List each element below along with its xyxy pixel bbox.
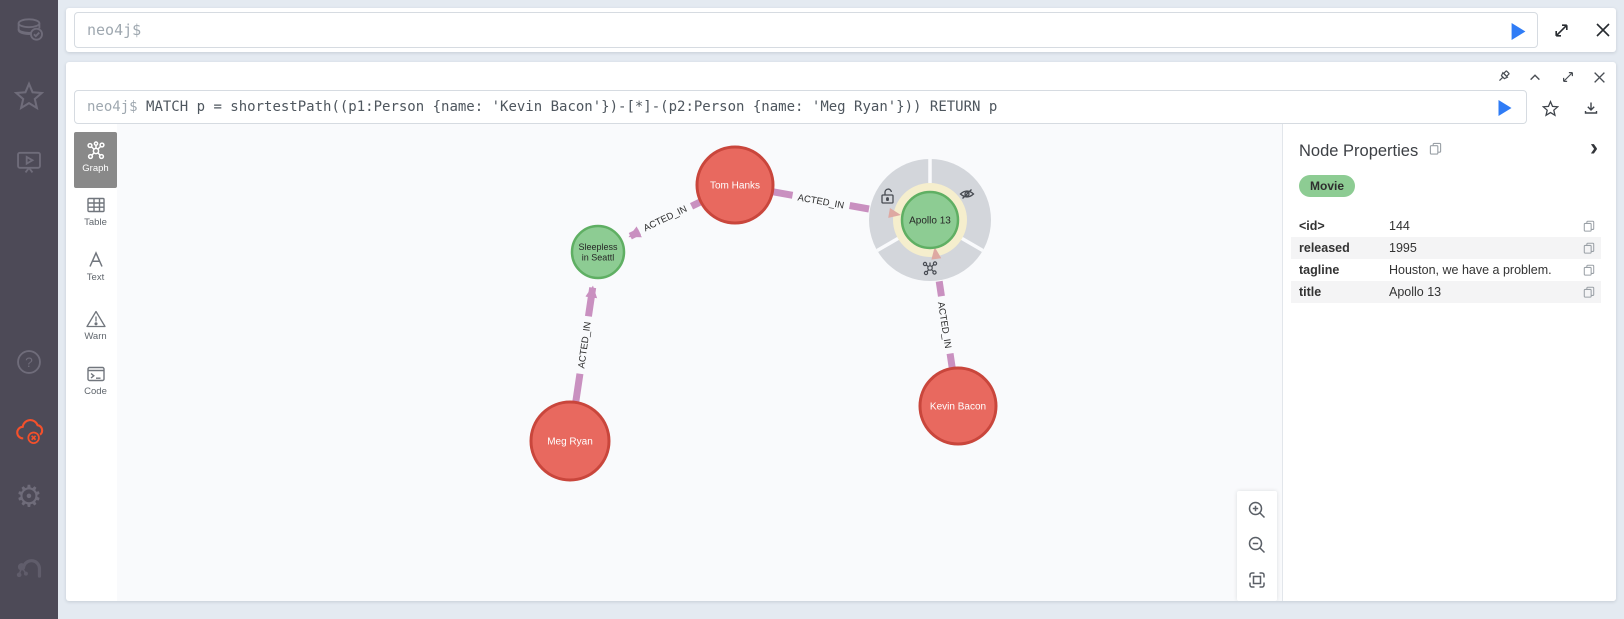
- property-row: tagline Houston, we have a problem.: [1291, 259, 1601, 281]
- node-properties-panel: Node Properties › Movie <id> 144 released…: [1283, 124, 1616, 601]
- svg-text:Meg Ryan: Meg Ryan: [547, 437, 593, 448]
- panel-title: Node Properties: [1299, 142, 1419, 160]
- app-sidebar: ? ⚙: [0, 0, 58, 619]
- fullscreen-icon[interactable]: [1551, 20, 1571, 40]
- copy-property-icon[interactable]: [1583, 220, 1595, 232]
- property-value: 144: [1389, 219, 1410, 233]
- hide-eye-icon[interactable]: [959, 189, 975, 199]
- svg-text:ACTED_IN: ACTED_IN: [576, 321, 593, 369]
- svg-text:Sleepless: Sleepless: [578, 242, 618, 252]
- text-icon: [88, 251, 103, 267]
- svg-text:Kevin Bacon: Kevin Bacon: [930, 402, 986, 413]
- arrowhead-nub-left: [888, 208, 901, 218]
- tab-warn[interactable]: Warn: [74, 308, 117, 342]
- zoom-fit-icon[interactable]: [1246, 569, 1268, 591]
- tab-graph-label: Graph: [82, 163, 109, 174]
- property-row: <id> 144: [1291, 215, 1601, 237]
- database-icon[interactable]: [14, 14, 44, 44]
- guides-monitor-play-icon[interactable]: [14, 147, 44, 177]
- download-result-icon[interactable]: [1581, 98, 1601, 118]
- node-tom-hanks[interactable]: Tom Hanks: [695, 145, 775, 225]
- close-frame-icon[interactable]: [1590, 68, 1608, 86]
- zoom-out-icon[interactable]: [1246, 534, 1268, 556]
- resize-frame-icon[interactable]: [1559, 68, 1577, 86]
- collapse-panel-chevron-icon[interactable]: ›: [1590, 134, 1598, 161]
- table-icon: [86, 197, 105, 213]
- zoom-in-icon[interactable]: [1246, 499, 1268, 521]
- expand-node-icon[interactable]: [922, 261, 938, 276]
- property-value: 1995: [1389, 241, 1417, 255]
- tab-code[interactable]: Code: [74, 363, 117, 397]
- result-frame: neo4j$ MATCH p = shortestPath((p1:Person…: [66, 62, 1616, 601]
- editor-prompt: neo4j$: [87, 21, 142, 39]
- property-key: released: [1299, 241, 1350, 255]
- copy-property-icon[interactable]: [1583, 286, 1595, 298]
- graph-icon: [86, 141, 105, 160]
- property-value: Apollo 13: [1389, 285, 1442, 299]
- zoom-controls: [1237, 491, 1277, 601]
- property-value: Houston, we have a problem.: [1389, 263, 1552, 277]
- tab-graph[interactable]: Graph: [74, 132, 117, 188]
- panel-divider: [1282, 124, 1283, 601]
- svg-text:Apollo 13: Apollo 13: [909, 216, 951, 227]
- properties-table: <id> 144 released 1995 tagline Houston, we …: [1283, 197, 1616, 303]
- tab-text[interactable]: Text: [74, 249, 117, 283]
- graph-canvas[interactable]: ACTED_IN ACTED_IN ACTED_IN ACTED_IN: [117, 124, 1282, 601]
- close-editor-icon[interactable]: [1593, 20, 1613, 40]
- tab-table[interactable]: Table: [74, 194, 117, 228]
- favorite-query-star-icon[interactable]: [1540, 98, 1560, 118]
- edge-label[interactable]: ACTED_IN: [934, 295, 956, 355]
- tab-text-label: Text: [86, 272, 105, 283]
- property-row: released 1995: [1291, 237, 1601, 259]
- run-query-button[interactable]: [1509, 22, 1527, 40]
- cypher-editor-input[interactable]: neo4j$: [74, 12, 1538, 48]
- edge-label[interactable]: ACTED_IN: [791, 189, 851, 213]
- tab-code-label: Code: [84, 386, 107, 397]
- warning-triangle-icon: [85, 310, 106, 328]
- favorites-star-icon[interactable]: [14, 81, 44, 111]
- node-label-badge[interactable]: Movie: [1299, 175, 1356, 197]
- cloud-disconnected-icon[interactable]: [12, 417, 46, 447]
- node-sleepless-in-seattle[interactable]: Sleepless in Seattl: [570, 224, 626, 280]
- property-key: title: [1299, 285, 1322, 299]
- node-apollo-13[interactable]: Apollo 13: [900, 190, 960, 250]
- question-mark-glyph: ?: [25, 354, 33, 370]
- copy-all-clipboard-icon[interactable]: [1429, 142, 1442, 155]
- context-ring-separators: [876, 159, 984, 253]
- svg-text:ACTED_IN: ACTED_IN: [935, 301, 953, 349]
- tab-table-label: Table: [84, 217, 107, 228]
- unlock-icon[interactable]: [881, 188, 894, 204]
- frame-query-input[interactable]: neo4j$ MATCH p = shortestPath((p1:Person…: [74, 90, 1527, 124]
- node-meg-ryan[interactable]: Meg Ryan: [529, 400, 611, 482]
- property-row: title Apollo 13: [1291, 281, 1601, 303]
- collapse-frame-icon[interactable]: [1526, 68, 1544, 86]
- edge-label[interactable]: ACTED_IN: [573, 315, 595, 375]
- rerun-query-button[interactable]: [1496, 99, 1514, 117]
- frame-prompt: neo4j$: [87, 99, 138, 115]
- copy-property-icon[interactable]: [1583, 264, 1595, 276]
- tab-warn-label: Warn: [84, 331, 107, 342]
- copy-property-icon[interactable]: [1583, 242, 1595, 254]
- frame-query-text: MATCH p = shortestPath((p1:Person {name:…: [146, 99, 998, 115]
- arrowhead-nub-bottom: [931, 247, 942, 260]
- node-kevin-bacon[interactable]: Kevin Bacon: [918, 366, 998, 446]
- svg-text:in Seattl: in Seattl: [582, 253, 615, 263]
- property-key: tagline: [1299, 263, 1340, 277]
- svg-text:Tom Hanks: Tom Hanks: [710, 181, 760, 192]
- settings-gear-icon[interactable]: ⚙: [15, 480, 43, 514]
- editor-bar: neo4j$: [66, 8, 1616, 52]
- pin-frame-icon[interactable]: [1494, 68, 1512, 86]
- neo4j-logo-icon[interactable]: [13, 549, 45, 581]
- help-icon[interactable]: ?: [14, 347, 44, 377]
- property-key: <id>: [1299, 219, 1325, 233]
- code-terminal-icon: [86, 366, 105, 382]
- edge-label[interactable]: ACTED_IN: [636, 199, 694, 237]
